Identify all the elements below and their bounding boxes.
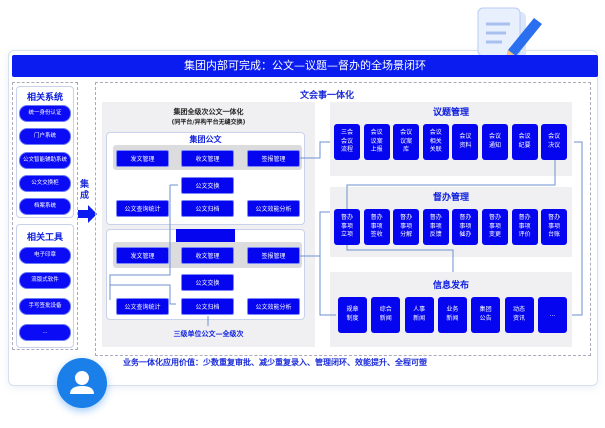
- supervision-item[interactable]: 督办 事项 变更: [482, 209, 508, 245]
- tier3-doc-button[interactable]: 公文归档: [181, 298, 234, 315]
- tool-item[interactable]: 流版式软件: [19, 272, 71, 289]
- user-icon: [70, 371, 94, 394]
- agenda-item[interactable]: 会议 议案 库: [393, 124, 420, 160]
- agenda-item[interactable]: 会议 通知: [482, 124, 508, 160]
- system-item[interactable]: 公文交换柜: [19, 175, 71, 192]
- tool-item[interactable]: 手写签批设备: [19, 298, 71, 315]
- related-systems-title: 相关系统: [26, 93, 63, 103]
- publish-item[interactable]: 综合 新闻: [371, 297, 401, 333]
- tool-item[interactable]: 电子印章: [19, 247, 71, 264]
- agenda-item[interactable]: 会议 议案 上报: [363, 124, 390, 160]
- group-doc-button[interactable]: 发文管理: [116, 150, 169, 167]
- supervision-item[interactable]: 督办 事项 签收: [363, 209, 390, 245]
- system-item[interactable]: 公文智能辅助系统: [19, 152, 71, 169]
- group-doc-button[interactable]: 公文查询统计: [116, 200, 169, 217]
- agenda-item[interactable]: 会议 决议: [541, 124, 568, 160]
- left-column: [12, 82, 78, 350]
- supervision-item[interactable]: 督办 事项 立项: [334, 209, 360, 245]
- system-item[interactable]: 统一身份认证: [19, 105, 71, 122]
- group-doc-button[interactable]: 公文效能分析: [247, 200, 300, 217]
- supervision-item[interactable]: 督办 事项 催办: [452, 209, 479, 245]
- publish-item[interactable]: 人事 新闻: [404, 297, 434, 333]
- system-item[interactable]: 门户系统: [19, 128, 71, 145]
- agenda-item[interactable]: 会议 相关 关联: [422, 124, 449, 160]
- tier3-doc-button[interactable]: 公文效能分析: [247, 298, 300, 315]
- main-title: 文会事一体化: [300, 91, 355, 101]
- agenda-item[interactable]: 三会 会议 流程: [334, 124, 360, 160]
- doc-footer: 三级单位公文—全级次: [173, 330, 244, 338]
- publish-item[interactable]: 规章 制度: [338, 297, 367, 333]
- group-doc-button[interactable]: 收文管理: [181, 150, 234, 167]
- arrow-right-icon: [78, 204, 98, 228]
- supervision-item[interactable]: 督办 事项 分解: [393, 209, 420, 245]
- doc-title: 集团全级次公文一体化: [173, 108, 244, 116]
- agenda-item[interactable]: 会议 资料: [452, 124, 479, 160]
- supervision-title: 督办管理: [432, 193, 469, 203]
- publish-item[interactable]: 动态 资讯: [504, 297, 534, 333]
- tier3-doc-button[interactable]: 公文查询统计: [116, 298, 169, 315]
- tier3-exchange-button[interactable]: 公文交换: [181, 274, 234, 291]
- group-doc-title: 集团公文: [189, 135, 222, 144]
- publish-item[interactable]: 业务 新闻: [437, 297, 467, 333]
- group-doc-button[interactable]: 签报管理: [247, 150, 300, 167]
- avatar[interactable]: [57, 358, 107, 408]
- publish-item[interactable]: 集团 公告: [471, 297, 501, 333]
- supervision-item[interactable]: 督办 事项 反馈: [422, 209, 449, 245]
- publish-item[interactable]: ...: [537, 297, 567, 333]
- tool-item[interactable]: ...: [19, 324, 71, 341]
- group-exchange-button[interactable]: 公文交换: [181, 177, 234, 194]
- publish-title: 信息发布: [432, 281, 469, 291]
- tier3-header-bar: [176, 229, 235, 242]
- agenda-title: 议题管理: [432, 108, 469, 118]
- tier3-doc-button[interactable]: 签报管理: [247, 247, 300, 264]
- supervision-item[interactable]: 督办 事项 台账: [541, 209, 568, 245]
- header-title: 集团内部可完成：公文—议题—督办的全场景闭环: [12, 55, 598, 77]
- tier3-doc-button[interactable]: 收文管理: [181, 247, 234, 264]
- system-item[interactable]: 档案系统: [19, 198, 71, 215]
- integration-label: 集成: [80, 180, 90, 201]
- group-doc-button[interactable]: 公文归档: [181, 200, 234, 217]
- doc-subtitle: (同平台/异构平台无缝交换): [171, 119, 246, 126]
- supervision-item[interactable]: 督办 事项 评价: [511, 209, 538, 245]
- related-tools-title: 相关工具: [26, 233, 63, 243]
- agenda-item[interactable]: 会议 纪要: [511, 124, 538, 160]
- tier3-doc-button[interactable]: 发文管理: [116, 247, 169, 264]
- value-statement: 业务一体化应用价值：少数重复审批、减少重复录入、管理闭环、效能提升、全程可塑: [123, 358, 427, 367]
- main-area: [95, 82, 591, 356]
